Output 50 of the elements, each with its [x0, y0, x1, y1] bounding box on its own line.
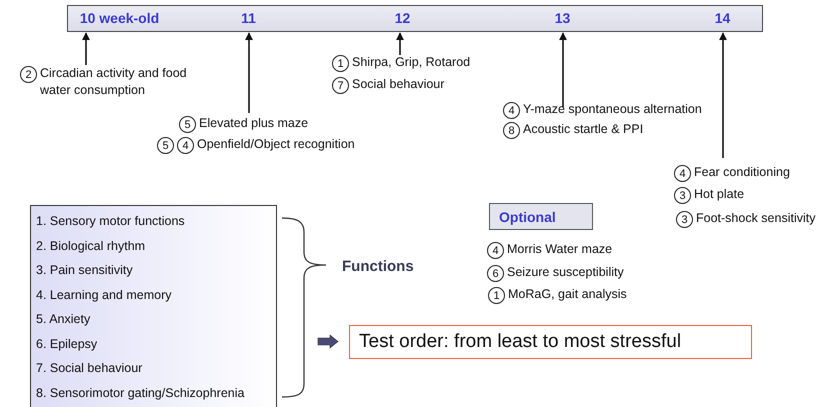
test-name: Shirpa, Grip, Rotarod	[352, 54, 470, 71]
function-number-circle: 2	[20, 66, 37, 83]
test-name: Y-maze spontaneous alternation	[523, 101, 702, 118]
test-name: Seizure susceptibility	[507, 264, 624, 281]
test-name: MoRaG, gait analysis	[508, 286, 627, 303]
test-name: Fear conditioning	[694, 164, 790, 181]
function-number-circle: 6	[487, 265, 504, 282]
function-item: 6. Epilepsy	[36, 336, 98, 353]
arrow	[396, 32, 404, 55]
test-name: Hot plate	[694, 186, 744, 203]
test-name: Social behaviour	[352, 76, 444, 93]
function-item: 1. Sensory motor functions	[36, 213, 186, 230]
function-number-circle: 3	[676, 211, 693, 228]
function-item: 5. Anxiety	[36, 311, 92, 328]
function-number-circle: 5	[157, 137, 174, 154]
function-number-circle: 5	[179, 116, 196, 133]
function-number-circle: 4	[487, 242, 504, 259]
function-item: 8. Sensorimotor gating/Schizophrenia	[36, 384, 246, 402]
week-label: 11	[234, 4, 262, 32]
test-name: Elevated plus maze	[199, 115, 308, 132]
function-number-circle: 4	[177, 137, 194, 154]
week-label: 10 week-old	[74, 4, 164, 32]
function-number-circle: 1	[488, 287, 505, 304]
function-number-circle: 1	[332, 55, 349, 72]
function-item: 4. Learning and memory	[36, 286, 172, 304]
week-label: 13	[548, 4, 576, 32]
group-label: Functions	[342, 258, 414, 275]
week-label: 14	[708, 4, 736, 32]
test-name: Morris Water maze	[507, 241, 612, 258]
arrow	[82, 32, 90, 65]
function-item: 3. Pain sensitivity	[36, 262, 134, 279]
test-name: Foot-shock sensitivity	[696, 210, 816, 227]
function-number-circle: 4	[503, 102, 520, 119]
test-name: Acoustic startle & PPI	[523, 121, 644, 138]
timeline-bar	[67, 5, 763, 32]
arrow	[559, 32, 567, 107]
function-number-circle: 4	[674, 165, 691, 182]
test-name: Circadian activity and food water consumption	[40, 65, 188, 99]
functions-list-box	[30, 205, 277, 407]
function-item: 7. Social behaviour	[36, 360, 144, 377]
week-label: 12	[388, 4, 416, 32]
function-number-circle: 3	[674, 187, 691, 204]
arrow	[719, 32, 727, 158]
function-item: 2. Biological rhythm	[36, 238, 146, 255]
test-name: Openfield/Object recognition	[197, 136, 355, 153]
note-box: Test order: from least to most stressful	[349, 325, 752, 359]
function-number-circle: 8	[503, 122, 520, 139]
arrow	[245, 32, 253, 113]
function-number-circle: 7	[332, 77, 349, 94]
optional-box: Optional	[489, 203, 593, 230]
